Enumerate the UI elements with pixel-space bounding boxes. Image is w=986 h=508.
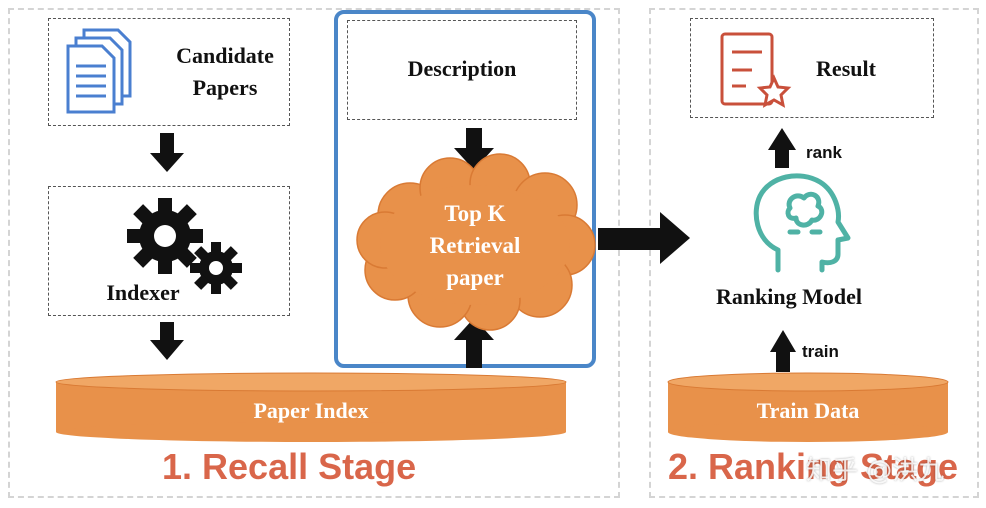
candidate-papers-label: Candidate Papers	[176, 43, 274, 100]
rank-label: rank	[806, 143, 842, 162]
ranking-model-label: Ranking Model	[715, 284, 863, 309]
paper-index-label: Paper Index	[253, 398, 369, 423]
description-box	[347, 20, 577, 120]
train-label: train	[802, 342, 839, 361]
result-label: Result	[816, 56, 876, 81]
description-label: Description	[407, 56, 517, 81]
indexer-label: Indexer	[106, 280, 180, 305]
ranking-stage-panel	[649, 8, 979, 498]
retrieval-highlight-box	[334, 10, 596, 368]
top-k-label: Top K Retrieval paper	[429, 201, 521, 290]
recall-stage-title: 1. Recall Stage	[162, 446, 417, 487]
train-data-label: Train Data	[756, 398, 860, 423]
watermark-text: 知乎 @洪九	[806, 456, 945, 486]
ranking-stage-title: 2. Ranking Stage	[668, 446, 959, 487]
recall-stage-panel	[8, 8, 620, 498]
